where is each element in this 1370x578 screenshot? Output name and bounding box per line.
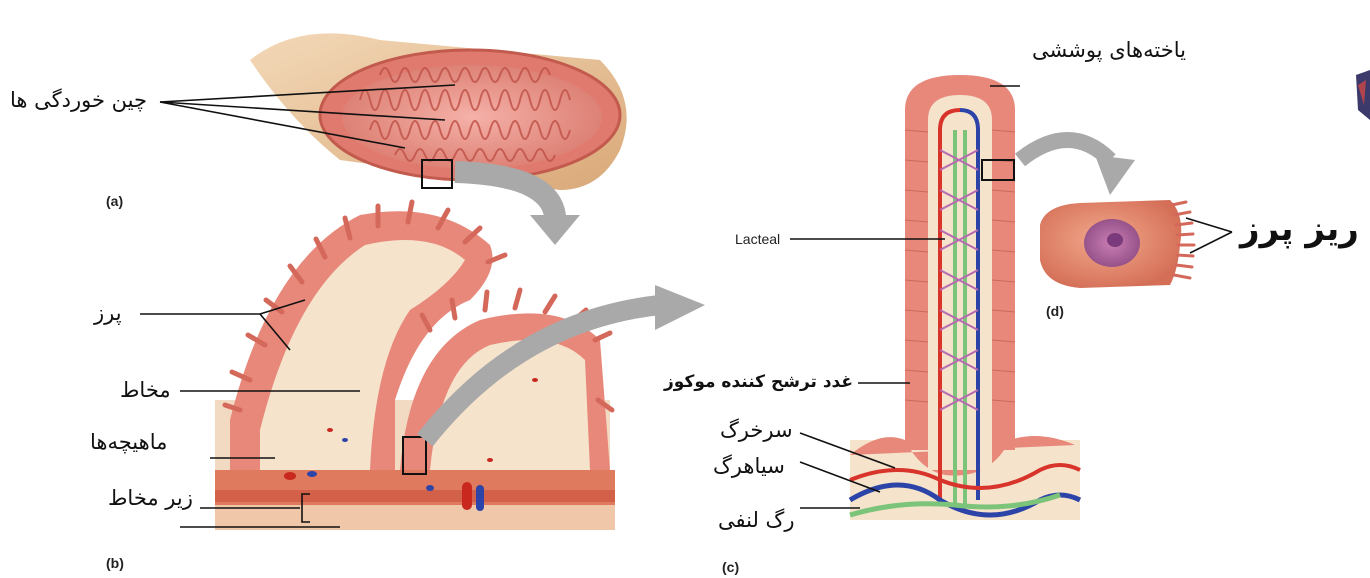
label-artery: سرخرگ [720, 420, 793, 441]
label-villi: پرز [94, 303, 122, 324]
label-muscles: ماهیچه‌ها [90, 432, 167, 453]
panel-b-section [215, 202, 615, 530]
label-folds: چین خوردگی ها [10, 90, 147, 111]
label-lymph-vessel: رگ لنفی [718, 510, 794, 531]
label-mucosa: مخاط [120, 380, 171, 401]
label-mucus-gland: غدد ترشح کننده موکوز [664, 374, 853, 391]
arrow-c-to-d [1020, 140, 1135, 195]
label-lacteal: Lacteal [735, 232, 780, 246]
label-microvilli: ریز پرز [1240, 212, 1359, 246]
edge-partial-image [1356, 70, 1370, 120]
panel-label-a: (a) [106, 194, 123, 208]
panel-d-cell [1040, 200, 1232, 288]
panel-label-b: (b) [106, 556, 124, 570]
panel-label-c: (c) [722, 560, 739, 574]
label-epithelial-cells: یاخته‌های پوششی [1032, 40, 1186, 61]
label-submucosa: زیر مخاط [108, 488, 193, 509]
panel-label-d: (d) [1046, 304, 1064, 318]
label-vein: سیاهرگ [713, 456, 785, 477]
